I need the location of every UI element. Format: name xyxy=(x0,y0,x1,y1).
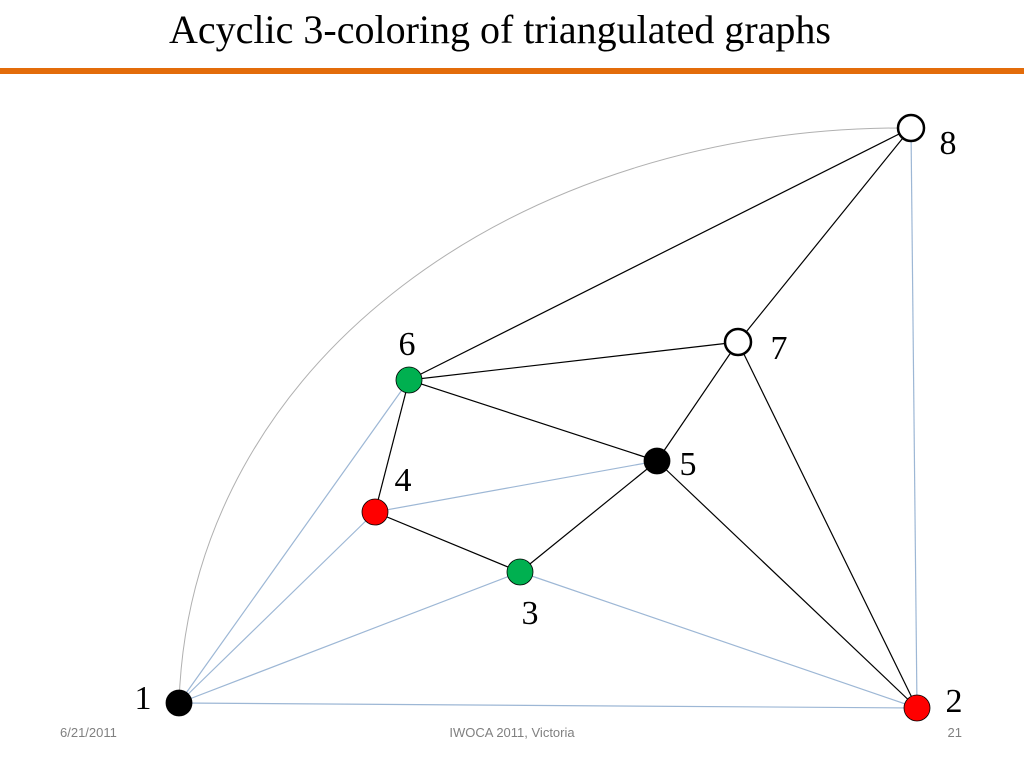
node-label-4: 4 xyxy=(395,462,412,499)
edge-6-4 xyxy=(374,379,410,513)
edge-1-6 xyxy=(178,379,410,704)
node-8 xyxy=(896,113,926,143)
edge-6-7 xyxy=(408,341,739,381)
node-4 xyxy=(361,498,389,526)
node-label-8: 8 xyxy=(940,125,957,162)
footer-event: IWOCA 2011, Victoria xyxy=(449,725,575,740)
node-label-3: 3 xyxy=(522,595,539,632)
edge-6-5 xyxy=(408,379,658,462)
edge-6-8 xyxy=(408,127,912,381)
edge-8-2 xyxy=(910,127,918,709)
edge-3-2 xyxy=(519,571,918,709)
title-divider xyxy=(0,68,1024,74)
node-label-6: 6 xyxy=(399,326,416,363)
node-3 xyxy=(506,558,534,586)
node-6 xyxy=(395,366,423,394)
footer-date: 6/21/2011 xyxy=(60,725,117,740)
node-label-5: 5 xyxy=(680,446,697,483)
edge-5-7 xyxy=(656,341,739,462)
edge-4-3 xyxy=(374,511,521,573)
edge-4-5 xyxy=(374,460,658,513)
node-label-7: 7 xyxy=(771,330,788,367)
edge-1-2 xyxy=(178,702,918,709)
slide-title: Acyclic 3-coloring of triangulated graph… xyxy=(169,7,831,52)
edge-1-4 xyxy=(178,511,376,704)
node-label-1: 1 xyxy=(135,680,152,717)
node-label-2: 2 xyxy=(946,683,963,720)
edge-7-2 xyxy=(737,341,918,709)
node-1 xyxy=(165,689,193,717)
edge-1-8 xyxy=(178,127,912,704)
node-5 xyxy=(643,447,671,475)
edge-5-2 xyxy=(656,460,918,709)
node-7 xyxy=(723,327,753,357)
footer-page-number: 21 xyxy=(947,725,962,740)
edges-layer xyxy=(178,127,918,709)
node-2 xyxy=(903,694,931,722)
labels-layer: 1 2 3 4 5 6 7 8 xyxy=(135,125,963,720)
edge-1-3 xyxy=(178,571,521,704)
edge-5-3 xyxy=(519,460,658,573)
edge-7-8 xyxy=(737,127,912,343)
nodes-layer xyxy=(165,113,931,722)
